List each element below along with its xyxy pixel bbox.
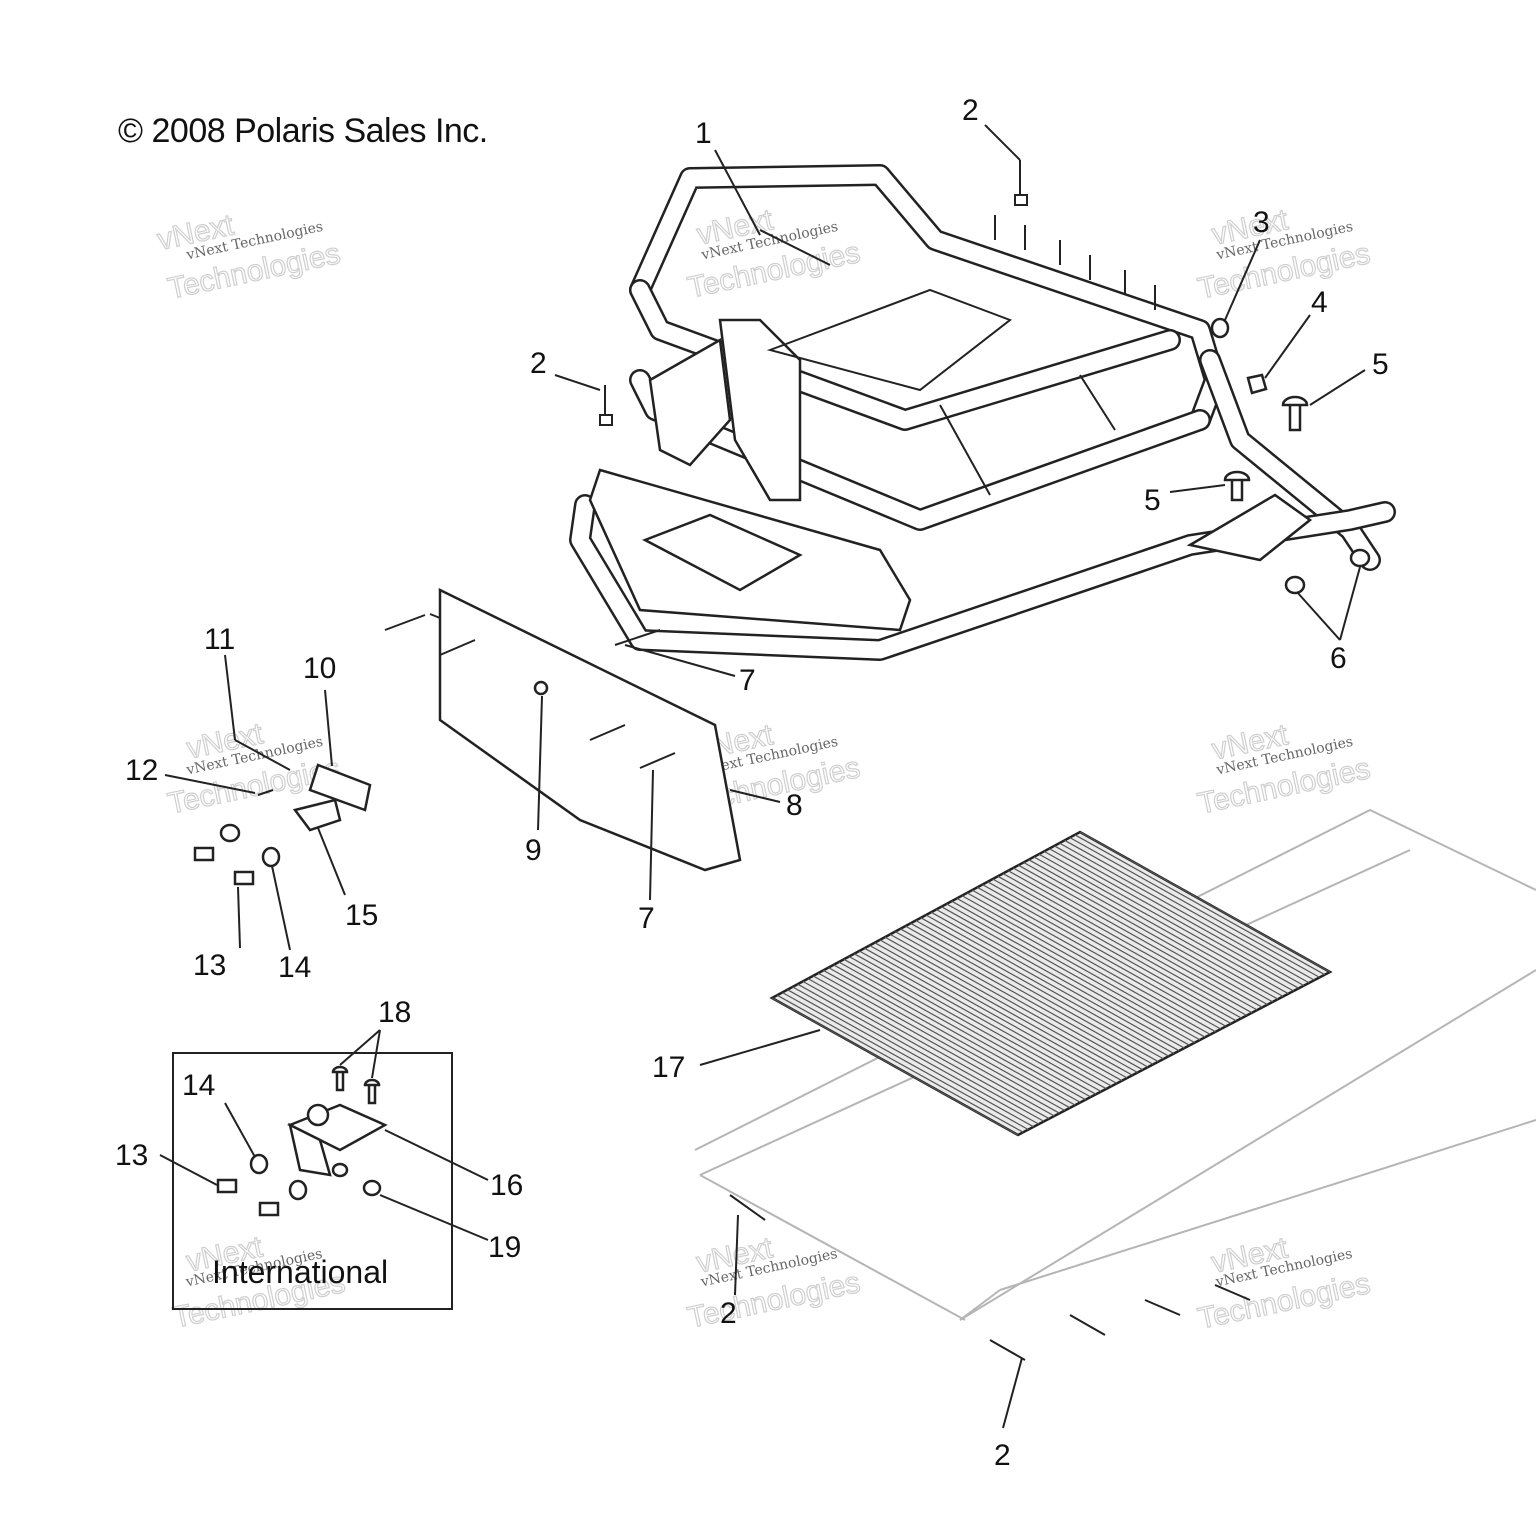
callout-6: 6 [1330,642,1347,675]
callout-5: 5 [1144,484,1161,517]
callout-numbers: 1 2 2 2 2 3 4 5 5 6 7 7 8 9 10 11 12 13 … [115,94,1389,1472]
callout-13: 13 [193,949,226,982]
frame-assembly [569,164,1396,661]
callout-1: 1 [695,117,712,150]
callout-12: 12 [125,754,158,787]
callout-13: 13 [115,1139,148,1172]
callout-15: 15 [345,899,378,932]
callout-3: 3 [1253,206,1270,239]
callout-17: 17 [652,1051,685,1084]
international-label: International [212,1254,388,1290]
hinge-group [193,739,372,886]
lower-rivets [729,1194,1251,1361]
callout-9: 9 [525,834,542,867]
callout-2: 2 [720,1297,737,1330]
floor-deck [694,808,1536,1321]
callout-4: 4 [1311,286,1328,319]
callout-2: 2 [994,1439,1011,1472]
copyright-text: © 2008 Polaris Sales Inc. [118,112,488,150]
callout-14: 14 [278,951,311,984]
callout-14: 14 [182,1069,215,1102]
callout-16: 16 [490,1169,523,1202]
leader-lines [159,124,1366,1429]
callout-10: 10 [303,652,336,685]
callout-2: 2 [530,347,547,380]
callout-7: 7 [739,664,756,697]
callout-5: 5 [1372,348,1389,381]
panel-assembly [384,587,742,872]
callout-11: 11 [204,623,235,656]
callout-2: 2 [962,94,979,127]
upper-hardware [599,160,1371,595]
callout-18: 18 [378,996,411,1029]
callout-7: 7 [638,902,655,935]
international-box: International [172,1052,453,1310]
callout-8: 8 [786,789,803,822]
callout-19: 19 [488,1231,521,1264]
